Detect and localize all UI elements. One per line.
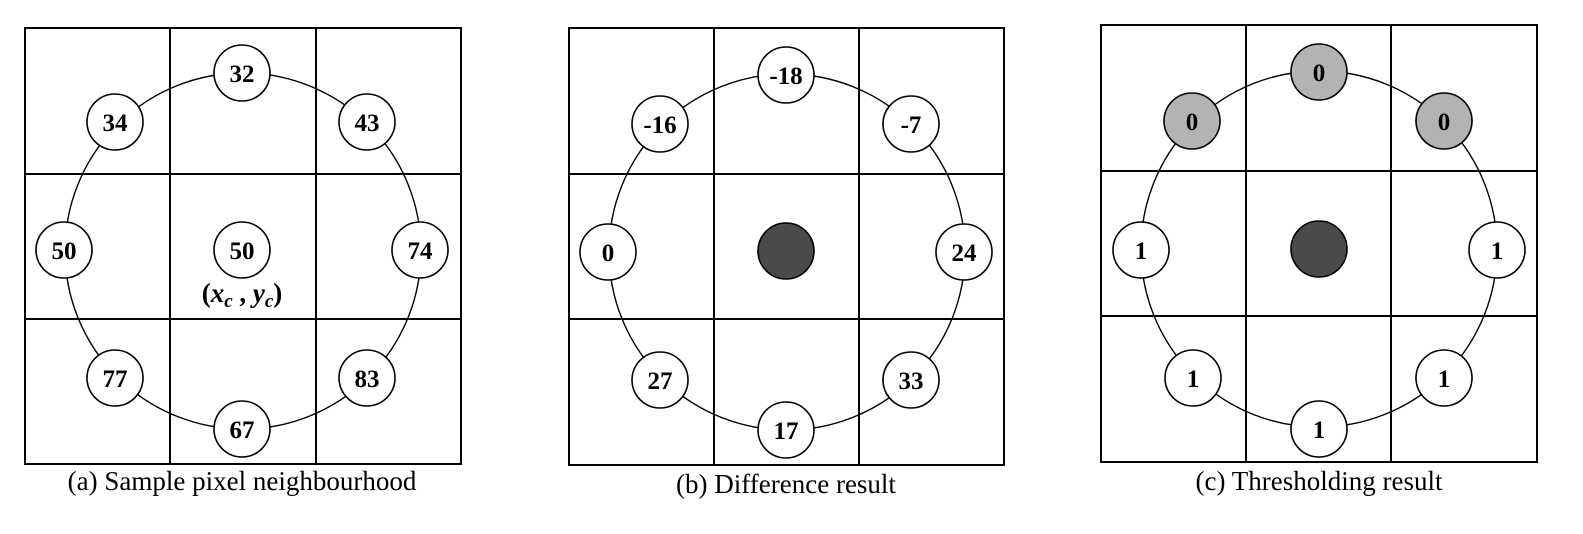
panel-a-neighbor-se: 83 (338, 349, 396, 407)
panel-c-neighbor-se-value: 1 (1438, 366, 1451, 393)
panel-b-neighbor-sw: 27 (631, 351, 689, 409)
panel-a-neighbor-s-value: 67 (230, 417, 255, 444)
panel-a-neighbor-se-value: 83 (355, 366, 380, 393)
panel-c: 0 0 0 1 1 1 1 1 (c) Thr (1100, 24, 1538, 496)
panel-a-neighbor-nw-value: 34 (103, 110, 129, 137)
panel-b-grid (568, 27, 1005, 466)
panel-a-neighbor-n: 32 (213, 44, 271, 102)
panel-b-neighbor-nw-value: -16 (643, 112, 676, 139)
panel-a-neighbor-s: 67 (213, 400, 271, 458)
panel-c-neighbor-sw: 1 (1164, 349, 1222, 407)
panel-b-neighbor-sw-value: 27 (648, 368, 673, 395)
panel-c-neighbor-e: 1 (1468, 221, 1526, 279)
panel-c-neighbor-nw-value: 0 (1186, 109, 1199, 136)
panel-c-neighbor-s-value: 1 (1313, 417, 1326, 444)
panel-a-neighbor-sw: 77 (86, 349, 144, 407)
panel-c-neighbor-ne: 0 (1415, 92, 1473, 150)
panel-a-neighbor-e-value: 74 (408, 238, 434, 265)
panel-b-neighbor-w-value: 0 (602, 240, 615, 267)
panel-c-neighbor-s: 1 (1290, 400, 1348, 458)
panel-b-neighbor-e-value: 24 (952, 240, 978, 267)
panel-a-neighbor-sw-value: 77 (103, 366, 128, 393)
panel-a-neighbor-n-value: 32 (230, 61, 255, 88)
panel-c-neighbor-e-value: 1 (1491, 238, 1504, 265)
panel-c-neighbor-se: 1 (1415, 349, 1473, 407)
panel-a-neighbor-w: 50 (35, 221, 93, 279)
panel-b-neighbor-ne: -7 (882, 95, 940, 153)
panel-a-caption: (a) Sample pixel neighbourhood (68, 466, 417, 496)
panel-c-neighbor-w-value: 1 (1135, 238, 1148, 265)
panel-b-neighbor-s: 17 (757, 401, 815, 459)
panel-a: 34 32 43 74 83 67 77 50 (24, 27, 462, 496)
panel-a-neighbor-nw: 34 (86, 93, 144, 151)
panel-b-center-dot (757, 222, 815, 280)
panel-a-neighbor-w-value: 50 (52, 238, 77, 265)
panel-a-center-coordinate: (xc , yc) (202, 278, 283, 312)
panel-c-neighbor-nw: 0 (1163, 92, 1221, 150)
panel-c-grid (1100, 24, 1538, 463)
panel-c-neighbor-w: 1 (1112, 221, 1170, 279)
panel-b-neighbor-se-value: 33 (899, 368, 924, 395)
panel-a-neighbor-ne-value: 43 (355, 110, 380, 137)
panel-c-neighbor-sw-value: 1 (1187, 366, 1200, 393)
panel-b-neighbor-n: -18 (757, 46, 815, 104)
panel-b-neighbor-ne-value: -7 (901, 112, 922, 139)
panel-b-neighbor-e: 24 (935, 223, 993, 281)
panel-c-neighbor-n: 0 (1290, 43, 1348, 101)
panel-a-grid (24, 27, 462, 465)
panel-b: -16 -18 -7 24 33 17 27 0 (568, 27, 1005, 499)
panel-a-center-value: 50 (230, 238, 255, 265)
panel-b-caption: (b) Difference result (676, 469, 896, 499)
panel-a-neighbor-e: 74 (391, 221, 449, 279)
panel-b-neighbor-nw: -16 (631, 95, 689, 153)
panel-b-neighbor-w: 0 (579, 223, 637, 281)
panel-a-neighbor-ne: 43 (338, 93, 396, 151)
panel-c-center-dot (1290, 220, 1348, 278)
panel-c-caption: (c) Thresholding result (1196, 466, 1443, 496)
panel-c-neighbor-ne-value: 0 (1438, 109, 1451, 136)
panel-b-neighbor-se: 33 (882, 351, 940, 409)
panel-b-neighbor-n-value: -18 (769, 63, 802, 90)
panel-c-neighbor-n-value: 0 (1313, 60, 1326, 87)
panel-a-center-pixel: 50 (213, 221, 271, 279)
panel-b-neighbor-s-value: 17 (774, 418, 799, 445)
